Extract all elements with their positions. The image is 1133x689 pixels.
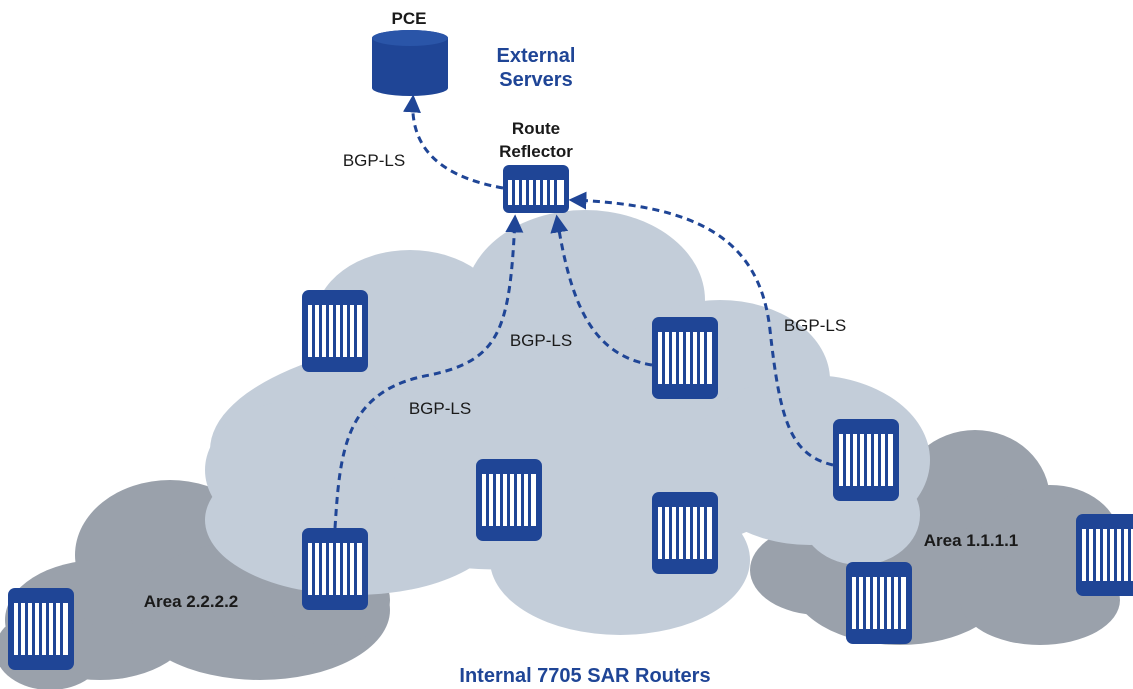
router-chassis-icon bbox=[652, 492, 718, 574]
link-rr-to-pce bbox=[403, 94, 504, 190]
route-reflector-icon bbox=[503, 165, 569, 213]
area-right-label: Area 1.1.1.1 bbox=[924, 531, 1019, 550]
router-chassis-icon bbox=[833, 419, 899, 501]
link-router-center-to-rr bbox=[550, 214, 653, 367]
router-chassis-icon bbox=[302, 290, 368, 372]
bgp-ls-label-upper-right: BGP-LS bbox=[784, 316, 846, 335]
route-reflector-label-line2: Reflector bbox=[499, 142, 573, 161]
bgp-ls-label-center: BGP-LS bbox=[510, 331, 572, 350]
bgp-ls-label-pce: BGP-LS bbox=[343, 151, 405, 170]
router-chassis-icon bbox=[8, 588, 74, 670]
external-servers-label-line2: Servers bbox=[499, 69, 572, 91]
external-servers-label-line1: External bbox=[497, 45, 576, 67]
route-reflector-label-line1: Route bbox=[512, 119, 560, 138]
router-chassis-icon bbox=[846, 562, 912, 644]
pce-database-icon bbox=[372, 30, 448, 96]
link-router-lower-to-rr bbox=[333, 214, 524, 529]
router-chassis-icon bbox=[302, 528, 368, 610]
bgp-ls-links bbox=[333, 94, 834, 529]
router-chassis-icon bbox=[1076, 514, 1133, 596]
router-chassis-icon bbox=[652, 317, 718, 399]
pce-label: PCE bbox=[392, 9, 427, 28]
bgp-ls-label-lower: BGP-LS bbox=[409, 399, 471, 418]
router-chassis-icon bbox=[476, 459, 542, 541]
area-left-label: Area 2.2.2.2 bbox=[144, 592, 239, 611]
footer-label: Internal 7705 SAR Routers bbox=[459, 665, 710, 687]
link-router-right-to-rr bbox=[568, 191, 834, 467]
